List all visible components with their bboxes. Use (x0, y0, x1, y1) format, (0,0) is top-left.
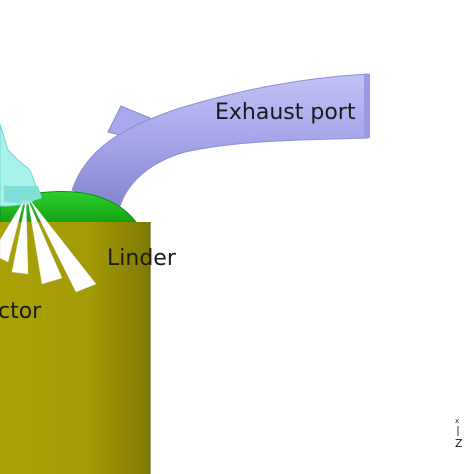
exhaust-port-label: Exhaust port (215, 100, 356, 125)
axis-triad: x Z (455, 417, 463, 450)
exhaust-port-pipe (71, 73, 369, 207)
axis-z-label: Z (455, 437, 463, 450)
cylinder-label: Linder (107, 246, 177, 271)
spray-plume (11, 199, 29, 275)
injector-tip (4, 186, 42, 204)
exhaust-port-end (364, 74, 370, 138)
axis-x-label: x (455, 417, 459, 425)
spray-plume (27, 199, 63, 285)
fuel-spray (0, 199, 97, 293)
exhaust-port (71, 73, 370, 207)
injector-label: ctor (0, 299, 42, 324)
spray-plume (0, 199, 25, 263)
spray-plume (29, 199, 97, 293)
injector-body (0, 123, 42, 207)
